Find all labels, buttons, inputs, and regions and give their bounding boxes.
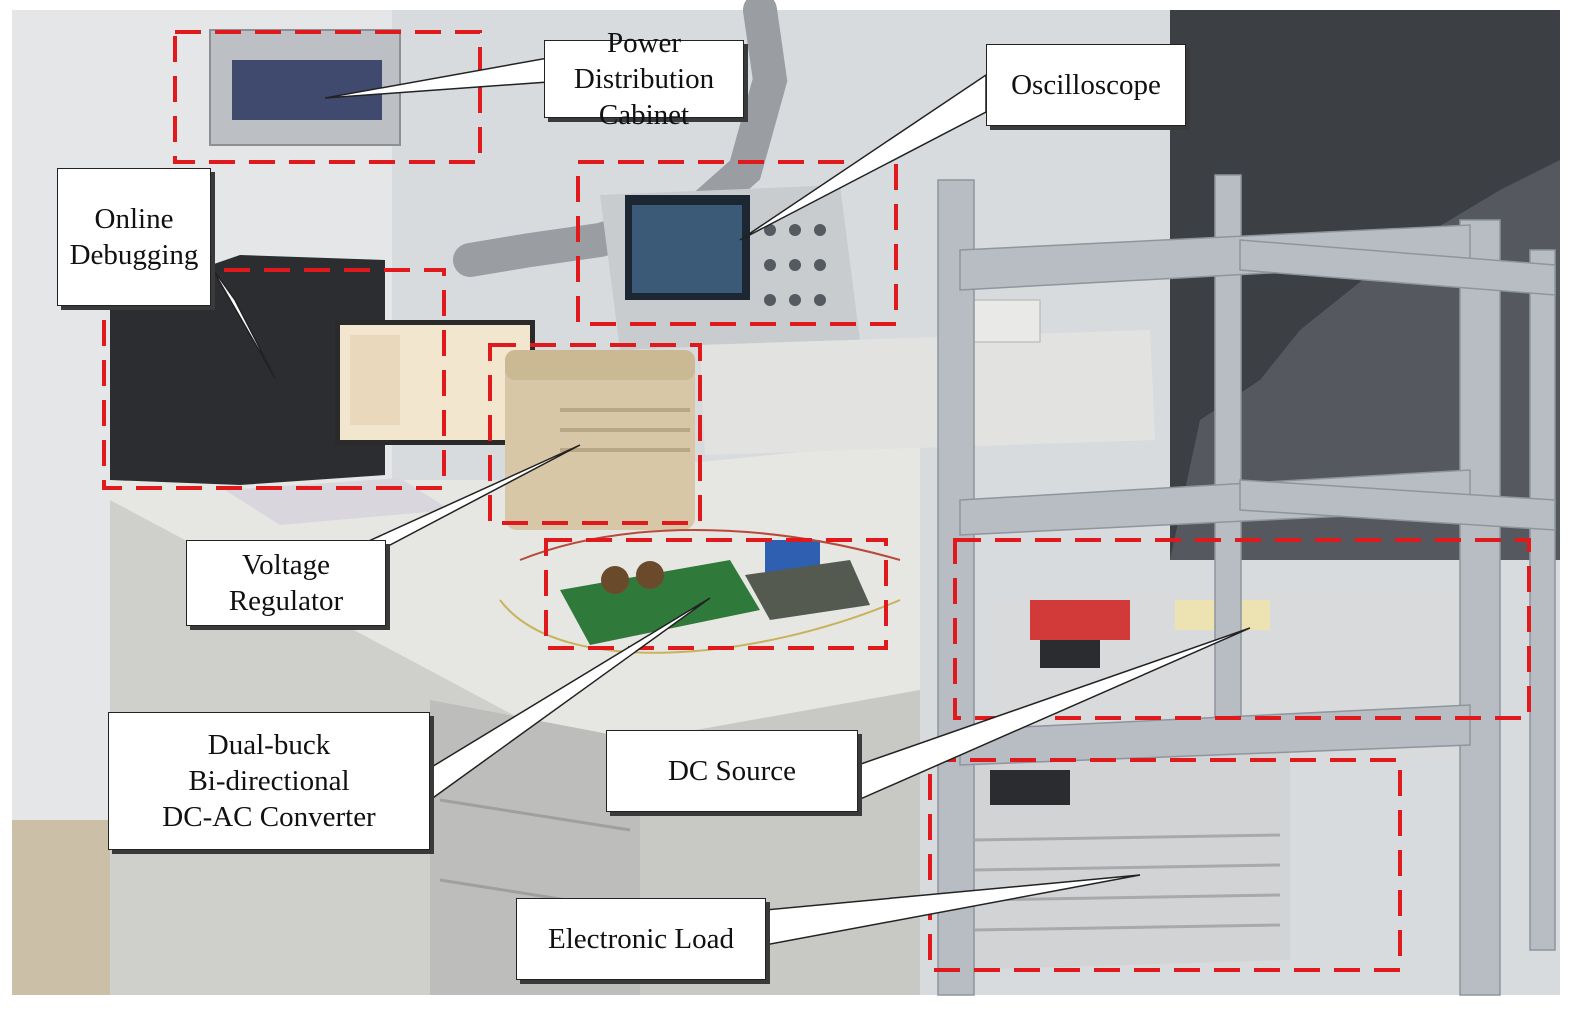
bench-shelf	[700, 330, 1155, 455]
computer-tower	[110, 255, 385, 485]
callout-power-distribution-cabinet: Power Distribution Cabinet	[544, 27, 744, 131]
callout-text: Power Distribution Cabinet	[573, 27, 715, 131]
voltage-regulator-body	[505, 350, 695, 530]
callout-electronic-load: Electronic Load	[516, 898, 766, 980]
callout-text: Online Debugging	[69, 203, 199, 271]
highlight-dc-source	[953, 538, 1531, 720]
callout-oscilloscope: Oscilloscope	[986, 44, 1186, 126]
callout-text: Dual-buck Bi-directional DC-AC Converter	[162, 729, 376, 833]
callout-online-debugging: Online Debugging	[57, 168, 211, 306]
callout-text: Electronic Load	[548, 923, 734, 955]
highlight-computer	[102, 268, 446, 490]
highlight-power-cabinet	[173, 30, 482, 164]
highlight-electronic-load	[928, 758, 1402, 972]
pointer-dc-source	[857, 627, 1251, 802]
pointer-converter	[429, 597, 711, 802]
callout-text: DC Source	[667, 755, 797, 787]
callout-voltage-regulator: Voltage Regulator	[186, 540, 386, 626]
callout-text: Voltage Regulator	[228, 549, 344, 617]
callout-dc-source: DC Source	[606, 730, 858, 812]
callout-dual-buck-converter: Dual-buck Bi-directional DC-AC Converter	[108, 712, 430, 850]
highlight-converter	[544, 538, 888, 650]
panel-display	[232, 60, 382, 120]
highlight-voltage-regulator	[488, 343, 702, 525]
callout-text: Oscilloscope	[1011, 69, 1161, 101]
highlight-boxes	[102, 30, 1531, 972]
pointer-online-debugging	[209, 264, 276, 379]
